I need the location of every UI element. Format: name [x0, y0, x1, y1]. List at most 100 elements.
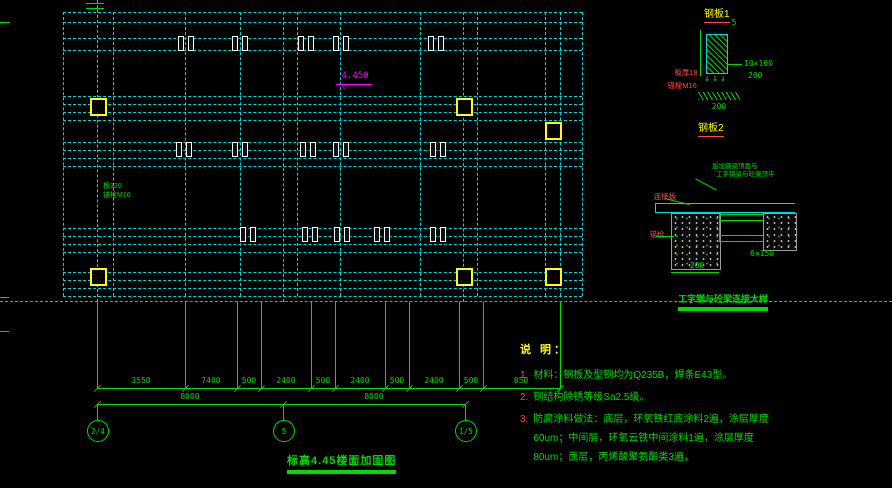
dim-label: 6×150: [750, 249, 775, 258]
beam-line-h: [63, 166, 582, 167]
beam-line-h: [63, 120, 582, 121]
slab-note-line2: 锚栓M16: [103, 192, 131, 199]
sheet-fold-line: [0, 301, 892, 302]
beam-line-h: [63, 158, 582, 159]
concrete-beam-section: [671, 213, 721, 270]
beam-line-v: [477, 12, 478, 296]
dim-label: 10×160: [744, 59, 773, 68]
dim-ext-line: [483, 302, 484, 388]
anchor-bolt-note: 锚栓M16: [667, 81, 697, 90]
note-number: 2.: [520, 392, 529, 403]
anchor-plate-marker: [232, 36, 248, 51]
beam-line-v: [63, 12, 64, 296]
margin-tick: [0, 297, 9, 298]
margin-tick: [0, 22, 10, 23]
leader-line: [728, 64, 742, 65]
beam-line-h: [63, 288, 582, 289]
hatch-strip: [698, 92, 740, 100]
anchor-plate-marker: [333, 142, 349, 157]
leader-note-1: 后加钢梁顶面与: [712, 163, 758, 170]
beam-line-h: [63, 22, 582, 23]
beam-line-h: [63, 252, 582, 253]
note-text: 材料：钢板及型钢均为Q235B，焊条E43型。: [533, 370, 733, 381]
anchor-plate-marker: [300, 142, 316, 157]
dim-total-label: 8000: [364, 392, 384, 401]
anchor-plate-marker: [333, 36, 349, 51]
dim-ext-line: [97, 302, 98, 388]
beam-line-h: [63, 104, 582, 105]
axis-top-tick: [86, 8, 104, 9]
dim-ext-line: [385, 302, 386, 388]
beam-line-v: [297, 12, 298, 296]
level-mark-value: 4.450: [341, 71, 369, 81]
dim-ext-line: [459, 302, 460, 388]
column-marker: [90, 98, 107, 116]
beam-line-v: [420, 12, 421, 296]
anchor-plate-marker: [240, 227, 256, 242]
note-item: 3. 防腐涂料做法：底层，环氧铁红底涂料2遍，涂层厚度60um；中间层，环氧云铁…: [520, 410, 798, 467]
beam-line-v: [340, 12, 341, 296]
dim-ext-line: [335, 302, 336, 388]
anchor-plate-marker: [430, 227, 446, 242]
dim-label: 500: [315, 376, 331, 385]
beam-line-v: [582, 12, 583, 296]
slab-edge-line: [655, 203, 656, 213]
dim-label: 500: [463, 376, 479, 385]
grid-axis-2-4: [97, 0, 98, 302]
dim-label: 3550: [131, 376, 151, 385]
dim-label: 2400: [424, 376, 444, 385]
detail-connection-title: 工字钢与砼梁连接大样: [678, 292, 769, 308]
anchor-plate-marker: [298, 36, 314, 51]
dim-label: 2400: [350, 376, 370, 385]
beam-line-h: [63, 96, 582, 97]
column-marker: [456, 268, 473, 286]
grid-bubble: 1/5: [455, 420, 477, 442]
detail-plate2-label: 钢板2: [698, 119, 724, 137]
dim-total-label: 8000: [180, 392, 200, 401]
dim-ext-line: [237, 302, 238, 388]
beam-line-h: [63, 296, 582, 297]
anchor-plate-marker: [178, 36, 194, 51]
concrete-section: [763, 213, 797, 251]
dim-label: 5: [731, 18, 737, 27]
bubble-stem: [97, 404, 98, 420]
beam-line-h: [63, 38, 582, 39]
dim-ext-line: [261, 302, 262, 388]
grid-bubble: 2/4: [87, 420, 109, 442]
general-notes: 说 明： 1. 材料：钢板及型钢均为Q235B，焊条E43型。 2. 钢结构除锈…: [520, 341, 798, 470]
note-text: 钢结构除锈等级Sa2.5级。: [533, 392, 650, 403]
beam-line-h: [63, 244, 582, 245]
level-mark-triangle-icon: ▽: [342, 83, 347, 92]
dim-line: [671, 272, 719, 273]
level-mark-line: [336, 84, 372, 85]
dim-ext-line: [185, 302, 186, 388]
grid-axis-1-5: [463, 12, 464, 302]
beam-line-h: [63, 236, 582, 237]
dim-chain-line: [97, 388, 560, 389]
note-number: 1.: [520, 370, 529, 381]
anchor-plate-marker: [334, 227, 350, 242]
anchor-plate-marker: [430, 142, 446, 157]
dim-label: 500: [389, 376, 405, 385]
dim-ext-line: [560, 302, 561, 388]
plate-thickness-note: 板厚18: [674, 68, 698, 77]
beam-line-h: [63, 280, 582, 281]
note-text: 防腐涂料做法：底层，环氧铁红底涂料2遍，涂层厚度60um；中间层，环氧云铁中间涂…: [533, 414, 769, 463]
leader-line: [656, 236, 674, 237]
dim-label: 200: [689, 261, 705, 270]
anchor-plate-marker: [302, 227, 318, 242]
beam-line-h: [63, 272, 582, 273]
dim-ext-line: [700, 30, 701, 76]
note-item: 1. 材料：钢板及型钢均为Q235B，焊条E43型。: [520, 366, 798, 385]
beam-line-h: [63, 142, 582, 143]
bubble-stem: [283, 404, 284, 420]
beam-line-h: [63, 228, 582, 229]
dim-label: 200: [748, 71, 763, 80]
beam-line-v: [545, 12, 546, 296]
anchor-bolt-arrows-icon: ↓↓↓: [704, 73, 729, 84]
beam-line-h: [63, 150, 582, 151]
beam-line-v: [560, 12, 561, 296]
